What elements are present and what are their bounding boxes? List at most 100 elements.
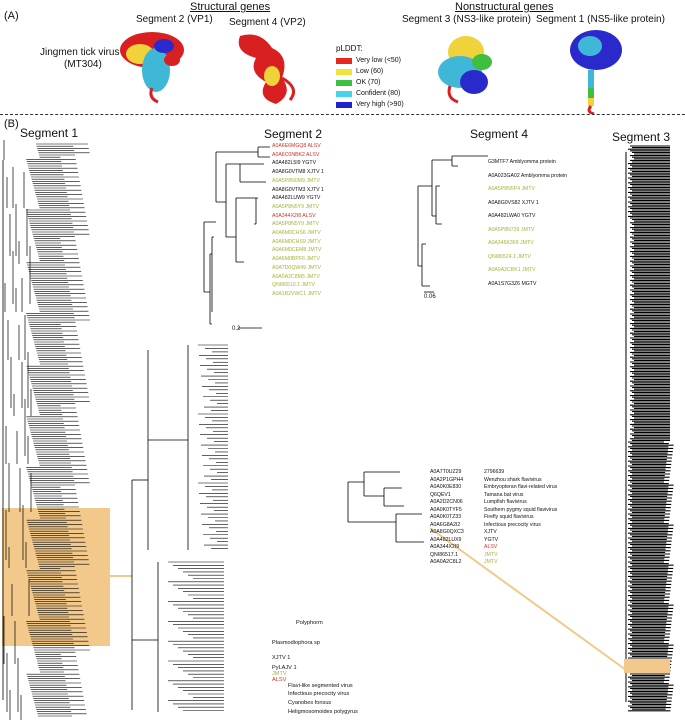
flavi-leaf: QNI86517.1 JMTV: [430, 552, 557, 560]
flavi-leaf-name: JMTV: [484, 559, 498, 565]
seg4-scale-label: 0.06: [424, 294, 436, 300]
flavi-leaf-id: A0A0K0TYF5: [430, 506, 462, 513]
vp2-structure-image: [238, 34, 296, 104]
detail-leaf-label: PyLAJV 1: [272, 665, 297, 671]
tree-leaf-label: A0A0A2C8M5 JMTV: [272, 273, 320, 280]
flavi-leaf-name: YGTV: [484, 536, 499, 543]
seg1-ns5-label: Segment 1 (NS5-like protein): [536, 14, 665, 25]
structural-genes-header: Structural genes: [190, 1, 271, 13]
tree-leaf-label: A0A6M0CHS9 JMTV: [272, 238, 321, 245]
flavi-leaf-id: A0A8G0QXC3: [430, 529, 464, 535]
legend-entry: Confident (80): [336, 88, 404, 99]
virus-id: (MT304): [64, 59, 102, 70]
segment3-highlight: [624, 659, 670, 673]
flavi-leaf-id: Q6QEV1: [430, 491, 451, 498]
legend-entry: Very low (<50): [336, 55, 404, 66]
segment1-tree: [2, 140, 110, 720]
detail-leaf-label: JMTV: [272, 671, 287, 677]
tree-leaf-label: A0A5P8N5P4 JMTV: [488, 186, 535, 192]
segment2-title: Segment 2: [264, 127, 323, 141]
segment1-title: Segment 1: [20, 126, 79, 140]
ns5-structure-image: [570, 30, 622, 114]
flavi-tree: [347, 471, 424, 543]
tree-leaf-label: A0A482LWA0 YGTV: [488, 213, 536, 219]
flavi-leaf-id: QNI86517.1: [430, 551, 458, 558]
flavi-leaf-name: 2796639: [484, 469, 505, 475]
segment2-tree: [203, 146, 270, 329]
legend-label: Very high (>90): [356, 101, 404, 108]
seg4-vp2-label: Segment 4 (VP2): [229, 17, 306, 28]
virus-name: Jingmen tick virus: [40, 47, 120, 58]
tree-leaf-label: QNI86510.1 JMTV: [272, 282, 315, 289]
tree-leaf-label: A0A7D0QW49 JMTV: [272, 264, 322, 271]
detail-leaf-label: Heligmosomoides polygyrus: [288, 709, 358, 715]
flavi-leaf-id: A0A7T0UZ29: [430, 469, 462, 475]
flavi-leaf-id: A0A0K0E830: [430, 484, 462, 490]
detail-leaf-label: Plasmodiophora sp: [272, 640, 320, 646]
plddt-legend: pLDDT: Very low (<50) Low (60) OK (70) C…: [336, 44, 404, 110]
tree-leaf-label: A0A5P8N5Y9 JMTV: [272, 221, 319, 228]
flavi-leaf-name: Southern pygmy squid flavivirus: [484, 506, 558, 513]
legend-swatch: [336, 79, 352, 86]
flavi-leaf-id: A0A482LUX9: [430, 536, 462, 543]
legend-label: Low (60): [356, 68, 384, 75]
tree-leaf-label: A0A344X2I8 ALSV: [272, 212, 316, 219]
tree-leaf-label: A0A1S7G3Z6 MGTV: [488, 280, 537, 287]
flavi-leaf-name: Wenzhou shark flavivirus: [484, 476, 542, 483]
flavi-leaf-name: XJTV: [484, 529, 497, 535]
legend-swatch: [336, 90, 352, 97]
tree-leaf-label: A0A482LUW9 YGTV: [272, 195, 321, 202]
tree-leaf-label: A0A0A2CBK1 JMTV: [488, 267, 536, 273]
tree-leaf-label: G3MTF7 Amblyomma protein: [488, 159, 556, 165]
tree-leaf-label: A0A8G0VTM8 XJTV 1: [272, 169, 324, 176]
flavi-leaf: A0A8G0QXC3 XJTV: [430, 529, 557, 537]
panel-divider: [0, 114, 685, 115]
detail-leaf-label: Infectious precocity virus: [288, 691, 350, 697]
flavi-leaf-name: Embryopteran flavi-related virus: [484, 484, 558, 490]
flavi-leaf: Q6QEV1 Tamana bat virus: [430, 492, 557, 500]
segment3-tree: [624, 145, 674, 712]
nonstructural-genes-header: Nonstructural genes: [455, 1, 554, 13]
tree-leaf-label: A0A8G0VTM3 XJTV 1: [272, 186, 324, 193]
seg2-scale-label: 0.2: [232, 326, 241, 332]
detail-leaf-label: Flavi-like segmented virus: [288, 683, 353, 689]
flavi-leaf: A0A6G8A2I2 Infectious precocity virus: [430, 522, 557, 530]
tree-leaf-label: A0A1B2VWC1 JMTV: [272, 290, 322, 297]
legend-swatch: [336, 101, 352, 108]
flavi-leaf-name: JMTV: [484, 551, 498, 558]
tree-leaf-label: A0A5P8N739 JMTV: [488, 226, 535, 233]
segment4-tree: [417, 155, 488, 293]
tree-leaf-label: A0A6M0BPF6 JMTV: [272, 256, 320, 263]
tree-leaf-label: QNI86524.1 JMTV: [488, 253, 531, 260]
flavi-leaf-id: A0A6G8A2I2: [430, 521, 461, 528]
flavi-leaf-name: Tamana bat virus: [484, 491, 524, 498]
tree-leaf-label: A0A8G0VS82 XJTV 1: [488, 199, 539, 206]
ns3-structure-image: [438, 36, 492, 104]
legend-entry: Low (60): [336, 66, 404, 77]
vp1-structure-image: [120, 32, 184, 104]
detail-leaf-label: ALSV: [272, 677, 287, 683]
flavi-leaf-name: Infectious precocity virus: [484, 521, 541, 528]
tree-leaf-label: A0A5P8N5Y9 JMTV: [272, 203, 319, 210]
flavi-leaf: A0A482LUX9 YGTV: [430, 537, 557, 545]
tree-leaf-label: A0A6C0NBK2 ALSV: [272, 151, 320, 158]
panel-a-letter: (A): [4, 10, 19, 22]
tree-leaf-label: A0A482L5I9 YGTV: [272, 160, 317, 167]
legend-swatch: [336, 68, 352, 75]
connector-seg3: [429, 527, 627, 671]
flavi-leaf: A0A0K0TYF5 Southern pygmy squid flaviviru…: [430, 507, 557, 515]
legend-entry: Very high (>90): [336, 99, 404, 110]
detail-leaf-label: Cyanobes fonsus: [288, 700, 332, 706]
legend-label: Very low (<50): [356, 57, 401, 64]
flavi-leaf: A0A7T0UZ29 2796639: [430, 469, 557, 477]
flavi-leaf-id: A0A0K0TZ33: [430, 514, 462, 520]
segment3-title: Segment 3: [612, 130, 671, 144]
